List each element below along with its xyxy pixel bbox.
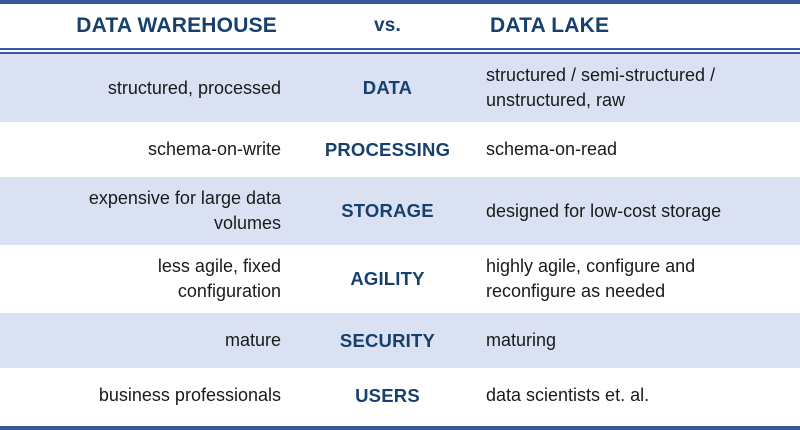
cell-lake-security: maturing: [480, 328, 800, 353]
header-cell-warehouse: DATA WAREHOUSE: [76, 14, 277, 37]
table-row: structured, processed DATA structured / …: [0, 54, 800, 122]
cell-line: structured / semi-structured /: [486, 65, 716, 86]
cell-aspect-storage: STORAGE: [341, 200, 434, 221]
cell-aspect-security: SECURITY: [339, 329, 436, 351]
table-row: business professionals USERS data scient…: [0, 368, 800, 423]
cell-aspect-users: USERS: [355, 384, 420, 406]
cell-line: volumes: [213, 213, 281, 233]
cell-warehouse-agility: less agile, fixed configuration: [0, 254, 295, 304]
table-row: mature SECURITY maturing: [0, 313, 800, 368]
cell-warehouse-data: structured, processed: [0, 76, 295, 101]
cell-line: reconfigure as needed: [486, 281, 666, 301]
cell-warehouse-storage: expensive for large data volumes: [0, 186, 295, 236]
cell-line: structured, processed: [107, 77, 281, 98]
cell-line: schema-on-write: [147, 139, 281, 160]
cell-line: designed for low-cost storage: [486, 200, 722, 221]
cell-warehouse-security: mature: [0, 328, 295, 353]
cell-lake-users: data scientists et. al.: [480, 383, 800, 408]
cell-line: maturing: [486, 330, 557, 351]
cell-line: less agile, fixed: [157, 256, 281, 277]
cell-aspect-processing: PROCESSING: [324, 138, 451, 160]
cell-line: expensive for large data: [88, 188, 281, 209]
header-divider-rule: [0, 48, 800, 54]
table-body: structured, processed DATA structured / …: [0, 54, 800, 426]
table-header-row: DATA WAREHOUSE vs. DATA LAKE: [0, 4, 800, 48]
table-row: less agile, fixed configuration AGILITY …: [0, 245, 800, 313]
cell-aspect-agility: AGILITY: [350, 268, 425, 289]
cell-warehouse-users: business professionals: [0, 383, 295, 408]
cell-lake-agility: highly agile, configure and reconfigure …: [480, 254, 800, 304]
cell-line: data scientists et. al.: [486, 385, 650, 406]
bottom-accent-rule: [0, 426, 800, 430]
cell-aspect-data: DATA: [362, 77, 413, 98]
header-cell-versus: vs.: [373, 15, 401, 36]
cell-line: unstructured, raw: [486, 90, 626, 110]
cell-lake-processing: schema-on-read: [480, 137, 800, 162]
header-cell-lake: DATA LAKE: [490, 14, 610, 37]
cell-line: business professionals: [98, 385, 281, 406]
top-accent-rule: [0, 0, 800, 4]
cell-warehouse-processing: schema-on-write: [0, 137, 295, 162]
table-row: expensive for large data volumes STORAGE…: [0, 177, 800, 245]
cell-lake-data: structured / semi-structured / unstructu…: [480, 63, 800, 113]
cell-line: highly agile, configure and: [486, 256, 696, 277]
cell-line: mature: [224, 330, 281, 351]
cell-lake-storage: designed for low-cost storage: [480, 199, 800, 224]
table-row: schema-on-write PROCESSING schema-on-rea…: [0, 122, 800, 177]
cell-line: configuration: [177, 281, 281, 301]
cell-line: schema-on-read: [486, 139, 618, 160]
